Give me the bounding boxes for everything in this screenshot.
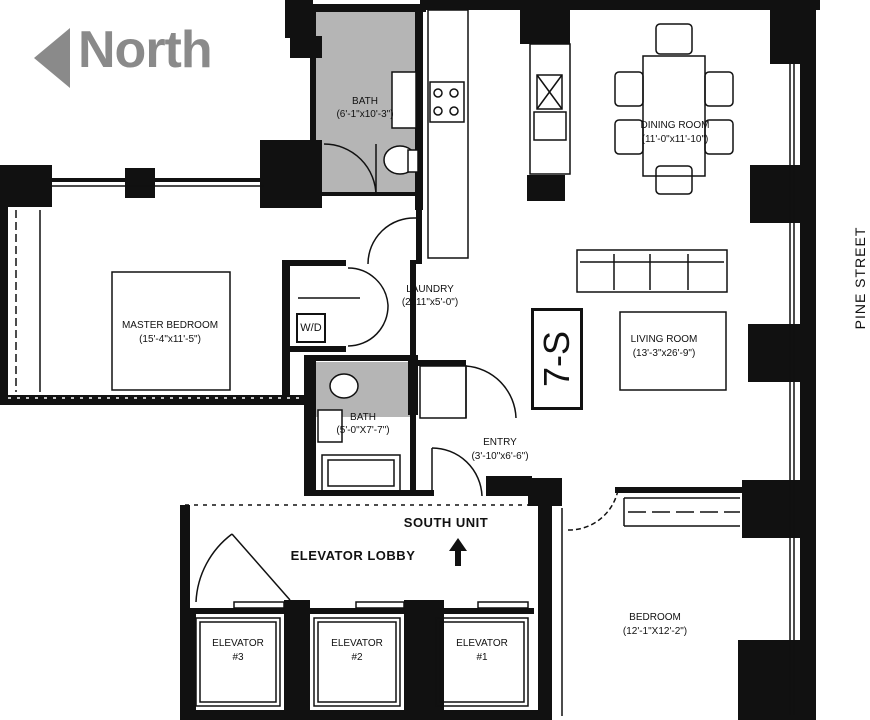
unit-code: 7-S: [536, 330, 577, 388]
laundry-name: LAUNDRY: [406, 284, 454, 295]
elevator-3-number: #3: [232, 652, 244, 663]
master-bedroom-name: MASTER BEDROOM: [121, 320, 219, 331]
washer-dryer: W/D: [296, 313, 326, 343]
thin-lines: [8, 9, 795, 716]
living-room-name: LIVING ROOM: [630, 334, 698, 345]
bath-small-name: BATH: [350, 412, 376, 423]
dining-room-dims: (11'-0"x11'-10"): [641, 134, 709, 145]
bath-main-dims: (6'-1"x10'-3"): [336, 109, 394, 120]
elevator-1-label: ELEVATOR: [456, 638, 508, 649]
street-label: PINE STREET: [852, 226, 868, 330]
entry-name: ENTRY: [483, 437, 517, 448]
elevator-3-label: ELEVATOR: [212, 638, 264, 649]
elevator-2-number: #2: [351, 652, 363, 663]
south-unit-label: SOUTH UNIT: [403, 515, 489, 530]
entry-dims: (3'-10"x6'-6"): [471, 451, 529, 462]
living-room-dims: (13'-3"x26'-9"): [632, 348, 696, 359]
bedroom-name: BEDROOM: [629, 612, 681, 623]
master-bedroom-dims: (15'-4"x11'-5"): [139, 334, 201, 345]
north-label: North: [78, 21, 213, 79]
unit-code-tag: 7-S: [531, 308, 583, 410]
elevator-lobby-label: ELEVATOR LOBBY: [290, 548, 416, 563]
bedroom-dims: (12'-1"X12'-2"): [622, 626, 688, 637]
south-unit-arrow-icon: [449, 538, 467, 566]
north-arrow-icon: [34, 28, 70, 88]
bath-main-name: BATH: [352, 96, 378, 107]
elevator-2-label: ELEVATOR: [331, 638, 383, 649]
dining-room-name: DINING ROOM: [640, 120, 710, 131]
elevator-1-number: #1: [476, 652, 488, 663]
laundry-dims: (2'-11"x5'-0"): [401, 297, 459, 308]
bath-small-dims: (5'-0"X7'-7"): [336, 425, 390, 436]
bath-small-floor: [315, 362, 410, 417]
